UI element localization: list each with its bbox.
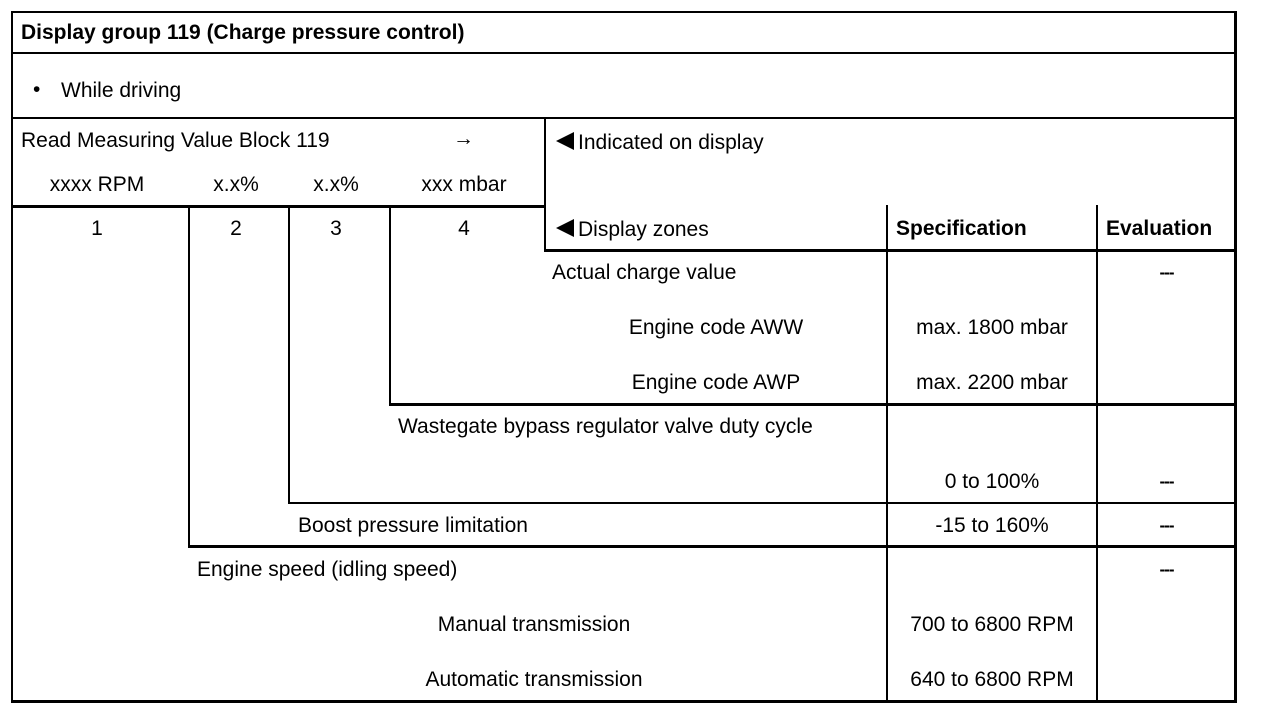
spec-column-line xyxy=(886,205,888,702)
field-percent-2: x.x% xyxy=(313,173,359,196)
field-2-3-bracket xyxy=(288,205,290,503)
divider xyxy=(288,502,1237,504)
table-border-top xyxy=(11,11,1237,13)
field-3-4-bracket xyxy=(389,205,391,405)
actual-charge-evaluation: --- xyxy=(1159,263,1175,282)
table-title: Display group 119 (Charge pressure contr… xyxy=(21,21,465,44)
triangle-left-icon xyxy=(556,219,574,237)
bullet-icon: • xyxy=(33,78,41,101)
read-block-label: Read Measuring Value Block 119 xyxy=(21,129,330,152)
divider xyxy=(11,205,546,208)
wastegate-spec: 0 to 100% xyxy=(944,470,1040,493)
aww-label: Engine code AWW xyxy=(628,316,804,339)
condition-text: While driving xyxy=(61,79,182,102)
boost-spec: -15 to 160% xyxy=(935,514,1049,537)
field-mbar: xxx mbar xyxy=(421,173,507,196)
table-border-left xyxy=(11,11,13,702)
divider xyxy=(188,545,1237,548)
specification-header: Specification xyxy=(896,217,1027,240)
divider xyxy=(11,117,1237,119)
triangle-left-icon xyxy=(556,132,574,150)
field-number-1: 1 xyxy=(91,217,103,240)
table-border-bottom xyxy=(11,700,1237,703)
field-rpm: xxxx RPM xyxy=(49,173,145,196)
boost-label: Boost pressure limitation xyxy=(298,514,528,537)
engine-speed-label: Engine speed (idling speed) xyxy=(197,558,458,581)
wastegate-evaluation: --- xyxy=(1159,472,1175,491)
field-number-4: 4 xyxy=(458,217,470,240)
boost-evaluation: --- xyxy=(1159,516,1175,535)
arrow-right-icon: → xyxy=(453,127,474,150)
field-number-3: 3 xyxy=(330,217,342,240)
manual-transmission-label: Manual transmission xyxy=(437,613,631,636)
field-number-2: 2 xyxy=(230,217,242,240)
indicated-label-wrap: Indicated on display xyxy=(556,131,764,155)
divider xyxy=(544,117,546,251)
divider xyxy=(11,52,1237,54)
eval-column-line xyxy=(1096,205,1098,702)
divider xyxy=(389,403,1237,406)
evaluation-header: Evaluation xyxy=(1106,217,1213,240)
field-1-2-bracket xyxy=(188,205,190,547)
automatic-transmission-spec: 640 to 6800 RPM xyxy=(910,668,1074,691)
engine-speed-evaluation: --- xyxy=(1159,560,1175,579)
display-zones-header: Display zones xyxy=(556,218,709,242)
awp-label: Engine code AWP xyxy=(631,371,801,394)
table-border-right xyxy=(1234,11,1237,702)
automatic-transmission-label: Automatic transmission xyxy=(425,668,643,691)
aww-spec: max. 1800 mbar xyxy=(916,316,1068,339)
field-percent-1: x.x% xyxy=(213,173,259,196)
awp-spec: max. 2200 mbar xyxy=(916,371,1068,394)
actual-charge-label: Actual charge value xyxy=(552,261,737,284)
display-zones-label: Display zones xyxy=(578,218,709,241)
indicated-label: Indicated on display xyxy=(578,131,764,154)
manual-transmission-spec: 700 to 6800 RPM xyxy=(910,613,1074,636)
wastegate-label: Wastegate bypass regulator valve duty cy… xyxy=(398,415,813,438)
divider xyxy=(544,249,1237,252)
